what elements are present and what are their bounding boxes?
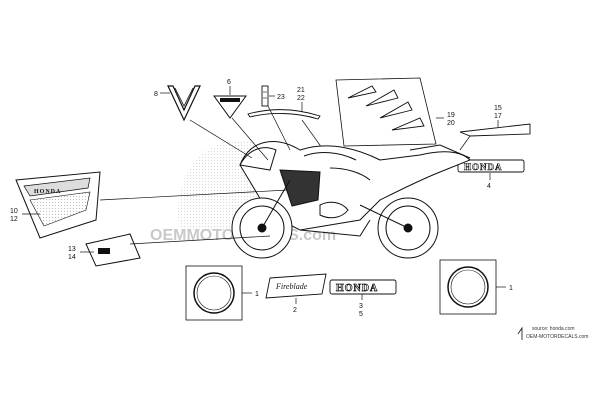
decal-wheel-ring-right: 1 bbox=[439, 259, 513, 315]
part-number-10: 10 bbox=[10, 208, 18, 215]
decal-lower-panel: 13 14 bbox=[68, 233, 141, 267]
part-number-8: 8 bbox=[154, 91, 158, 98]
decal-tail-stripe: 15 17 bbox=[459, 105, 531, 137]
part-number-1-left: 1 bbox=[255, 291, 259, 298]
part-number-20: 20 bbox=[447, 120, 455, 127]
decal-honda-wordmark-4: HONDA 4 bbox=[457, 159, 525, 190]
part-number-13: 13 bbox=[68, 246, 76, 253]
honda-wordmark-text: HONDA bbox=[464, 162, 503, 172]
part-number-15: 15 bbox=[494, 105, 502, 112]
part-number-2: 2 bbox=[293, 307, 297, 314]
source-credit: source: honda.com OEM-MOTORDECALS.com bbox=[517, 326, 588, 340]
decal-fireblade-2: Fireblade 2 bbox=[265, 273, 327, 314]
decal-side-panel: HONDA 10 12 bbox=[10, 171, 101, 239]
honda-wordmark-text-2: HONDA bbox=[336, 283, 378, 294]
decal-small-vertical: 23 bbox=[261, 85, 285, 107]
honda-small-text: HONDA bbox=[34, 189, 61, 195]
part-number-22: 22 bbox=[297, 95, 305, 102]
decal-v-nose: 8 bbox=[154, 85, 201, 122]
part-number-6: 6 bbox=[227, 79, 231, 86]
part-number-5: 5 bbox=[359, 311, 363, 318]
leader-lines bbox=[99, 105, 471, 245]
motorcycle-illustration bbox=[231, 141, 471, 259]
part-number-17: 17 bbox=[494, 113, 502, 120]
source-line-1: source: honda.com bbox=[532, 326, 575, 332]
decal-triangle-logo: 6 bbox=[213, 79, 247, 119]
decal-honda-wordmark-3: HONDA 3 5 bbox=[329, 279, 397, 318]
decal-long-stripe: 21 22 bbox=[247, 87, 323, 149]
part-number-4: 4 bbox=[487, 183, 491, 190]
part-number-1-right: 1 bbox=[509, 285, 513, 292]
part-number-14: 14 bbox=[68, 254, 76, 261]
decal-triangle-set: 19 20 bbox=[335, 77, 455, 147]
source-line-2: OEM-MOTORDECALS.com bbox=[526, 334, 588, 340]
fireblade-text: Fireblade bbox=[275, 282, 308, 291]
decal-wheel-ring-left: 1 bbox=[185, 265, 259, 321]
part-number-23: 23 bbox=[277, 94, 285, 101]
part-number-12: 12 bbox=[10, 216, 18, 223]
part-number-21: 21 bbox=[297, 87, 305, 94]
part-number-3: 3 bbox=[359, 303, 363, 310]
part-number-19: 19 bbox=[447, 112, 455, 119]
